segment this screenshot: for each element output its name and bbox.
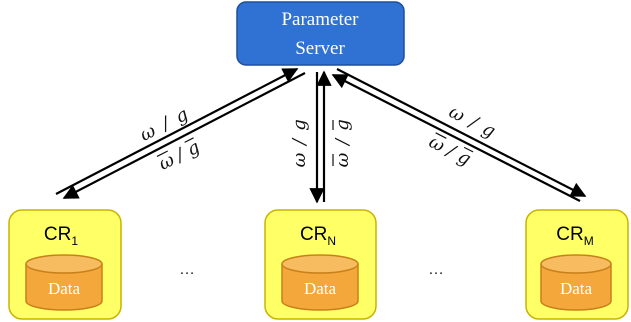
arrow-server-to-cr1 <box>55 68 306 199</box>
parameter-server-box: Parameter Server <box>236 1 405 66</box>
client-subscript: N <box>327 234 336 248</box>
client-label: CR1 <box>44 224 78 248</box>
label-left-top: ω / g <box>137 104 192 146</box>
client-label: CRM <box>556 224 593 248</box>
data-label: Data <box>48 279 81 298</box>
slash-label: / <box>156 112 174 135</box>
server-title-line1: Parameter <box>281 9 359 30</box>
omega-bar-label: ω <box>332 152 353 167</box>
cylinder-database-icon <box>281 254 359 311</box>
slash-label: / <box>289 137 310 147</box>
data-label: Data <box>304 279 337 298</box>
data-label: Data <box>560 279 593 298</box>
client-name: CR <box>44 224 71 245</box>
omega-bar-label: ω <box>425 131 448 157</box>
g-label: g <box>289 119 310 131</box>
client-label: CRN <box>300 224 336 248</box>
omega-label: ω <box>289 152 310 167</box>
arrow-server-to-crn <box>309 70 332 204</box>
label-center-left: ω / g <box>289 119 310 167</box>
arrow-server-to-crm <box>331 68 587 202</box>
g-bar-label: g <box>332 119 353 131</box>
client-box-cr1: CR1 Data <box>8 209 122 320</box>
slash-label: / <box>332 137 353 147</box>
omega-overbar <box>435 132 447 139</box>
client-subscript: M <box>584 234 594 248</box>
g-overbar <box>184 137 194 143</box>
g-bar-label: g <box>454 146 474 170</box>
client-box-crm: CRM Data <box>525 209 629 320</box>
g-label: g <box>479 118 499 142</box>
omega-overbar <box>156 150 168 157</box>
slash-label: / <box>464 111 482 134</box>
g-bar-label: g <box>184 137 204 161</box>
ellipsis-left: … <box>179 261 195 278</box>
g-overbar <box>463 146 474 153</box>
parameter-server-rect <box>236 1 405 66</box>
client-name: CR <box>300 224 327 245</box>
client-name: CR <box>556 224 583 245</box>
cylinder-database-icon <box>540 254 612 311</box>
cylinder-database-icon <box>25 254 103 311</box>
label-right-bottom: ω / g <box>425 131 474 170</box>
client-subscript: 1 <box>71 234 78 248</box>
ellipsis-right: … <box>428 261 444 278</box>
omega-label: ω <box>445 101 468 127</box>
server-title-line2: Server <box>295 38 345 59</box>
label-center-right: ω / g <box>332 119 353 167</box>
client-box-crn: CRN Data <box>264 209 377 320</box>
label-left-bottom: ω / g <box>155 137 203 175</box>
